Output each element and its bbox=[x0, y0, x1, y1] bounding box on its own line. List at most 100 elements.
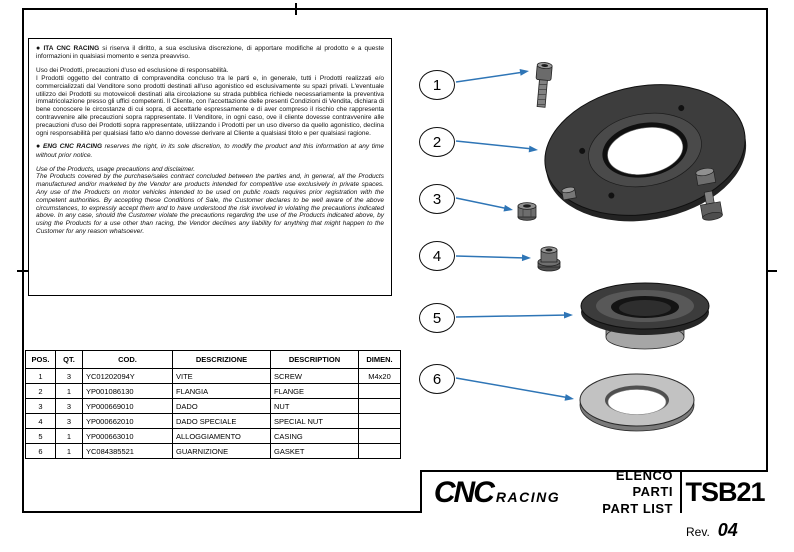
col-header-pos: POS. bbox=[25, 350, 56, 369]
callout-number: 6 bbox=[432, 370, 442, 388]
callout-6: 6 bbox=[419, 364, 455, 394]
table-cell: GASKET bbox=[270, 443, 359, 459]
disclaimer-box: ● ITA CNC RACING si riserva il diritto, a… bbox=[28, 38, 392, 296]
table-cell: SCREW bbox=[270, 368, 359, 384]
table-cell: 1 bbox=[55, 428, 83, 444]
disclaimer-ita-body: I Prodotti oggetto del contratto di comp… bbox=[36, 74, 384, 137]
col-header-cod: COD. bbox=[82, 350, 173, 369]
table-cell: M4x20 bbox=[358, 368, 401, 384]
table-cell bbox=[358, 413, 401, 429]
ita-tag: ITA bbox=[43, 45, 54, 52]
table-cell: GUARNIZIONE bbox=[172, 443, 271, 459]
leader-arrow-6 bbox=[455, 377, 574, 401]
title-block-divider bbox=[680, 472, 682, 513]
table-cell: NUT bbox=[270, 398, 359, 414]
table-cell: 6 bbox=[25, 443, 56, 459]
title-line-ita: ELENCO PARTI bbox=[615, 468, 673, 500]
leader-arrow-4 bbox=[455, 254, 531, 262]
leader-arrow-1 bbox=[455, 68, 529, 83]
logo-sub-text: RACING bbox=[495, 488, 561, 505]
table-cell: 4 bbox=[25, 413, 56, 429]
leader-arrow-3 bbox=[455, 197, 513, 212]
col-header-description: DESCRIPTION bbox=[270, 350, 359, 369]
disclaimer-ita-intro: ●ITA CNC RACING si riserva il diritto, a… bbox=[36, 45, 384, 61]
table-cell: 3 bbox=[25, 398, 56, 414]
title-line-eng: PART LIST bbox=[602, 500, 673, 516]
flange-hole bbox=[579, 147, 586, 154]
table-cell: 3 bbox=[55, 413, 83, 429]
callout-2: 2 bbox=[419, 127, 455, 157]
nut-part bbox=[517, 202, 537, 221]
leader-arrow-2 bbox=[455, 140, 538, 153]
flange-stud bbox=[561, 186, 577, 201]
revision-label: Rev. bbox=[686, 525, 710, 539]
disclaimer-ita-title: Uso dei Prodotti, precauzioni d'uso ed e… bbox=[36, 67, 229, 75]
brand-name: CNC RACING bbox=[56, 45, 100, 52]
gasket-part bbox=[579, 373, 695, 432]
title-block-title: ELENCO PARTI PART LIST bbox=[572, 468, 680, 516]
revision: Rev. 04 bbox=[686, 520, 738, 541]
table-cell: FLANGE bbox=[270, 383, 359, 399]
bullet-icon: ● bbox=[36, 143, 42, 151]
flange-hole bbox=[678, 105, 685, 112]
callout-number: 5 bbox=[432, 309, 442, 327]
revision-value: 04 bbox=[717, 520, 738, 540]
table-cell: ALLOGGIAMENTO bbox=[172, 428, 271, 444]
callout-number: 2 bbox=[432, 133, 442, 151]
table-cell: DADO bbox=[172, 398, 271, 414]
table-cell bbox=[358, 428, 401, 444]
assembled-screw-nut bbox=[695, 167, 723, 221]
eng-tag: ENG bbox=[43, 143, 58, 151]
table-cell: 1 bbox=[55, 443, 83, 459]
flange-hole bbox=[608, 192, 615, 199]
parts-table: POS. QT. COD. DESCRIZIONE DESCRIPTION DI… bbox=[25, 350, 401, 459]
table-cell: CASING bbox=[270, 428, 359, 444]
screw-part bbox=[535, 62, 553, 108]
callout-number: 4 bbox=[432, 247, 442, 265]
table-cell: DADO SPECIALE bbox=[172, 413, 271, 429]
callout-3: 3 bbox=[419, 184, 455, 214]
document-code: TSB21 bbox=[685, 477, 765, 507]
table-cell: 1 bbox=[25, 368, 56, 384]
table-cell: 5 bbox=[25, 428, 56, 444]
casing-part bbox=[580, 282, 710, 350]
table-header-row: POS. QT. COD. DESCRIZIONE DESCRIPTION DI… bbox=[25, 350, 401, 369]
logo-main-text: CNC bbox=[433, 475, 495, 509]
table-cell: 3 bbox=[55, 368, 83, 384]
callout-5: 5 bbox=[419, 303, 455, 333]
eng-intro-text: reserves the right, in its sole discreti… bbox=[36, 143, 385, 159]
ita-intro-text: si riserva il diritto, a sua esclusiva d… bbox=[36, 45, 384, 61]
sheet-border bbox=[22, 8, 768, 513]
table-cell: FLANGIA bbox=[172, 383, 271, 399]
col-header-descrizione: DESCRIZIONE bbox=[172, 350, 271, 369]
table-cell: YC01202094Y bbox=[82, 368, 173, 384]
table-cell: VITE bbox=[172, 368, 271, 384]
callout-number: 3 bbox=[432, 190, 442, 208]
border-tick-right bbox=[766, 270, 777, 272]
disclaimer-eng-intro: ●ENG CNC RACING reserves the right, in i… bbox=[36, 143, 384, 159]
table-cell: 3 bbox=[55, 398, 83, 414]
table-cell: YP001086130 bbox=[82, 383, 173, 399]
brand-name: CNC RACING bbox=[59, 143, 103, 151]
table-cell: YP000662010 bbox=[82, 413, 173, 429]
table-cell: YP000669010 bbox=[82, 398, 173, 414]
table-cell bbox=[358, 398, 401, 414]
special-nut-part bbox=[537, 246, 561, 272]
table-cell: YC084385521 bbox=[82, 443, 173, 459]
callout-4: 4 bbox=[419, 241, 455, 271]
table-cell: 1 bbox=[55, 383, 83, 399]
leader-arrow-5 bbox=[455, 311, 573, 319]
callout-1: 1 bbox=[419, 70, 455, 100]
border-tick-left bbox=[17, 270, 28, 272]
table-cell bbox=[358, 383, 401, 399]
col-header-qt: QT. bbox=[55, 350, 83, 369]
disclaimer-eng-body: The Products covered by the purchase/sal… bbox=[36, 173, 384, 235]
